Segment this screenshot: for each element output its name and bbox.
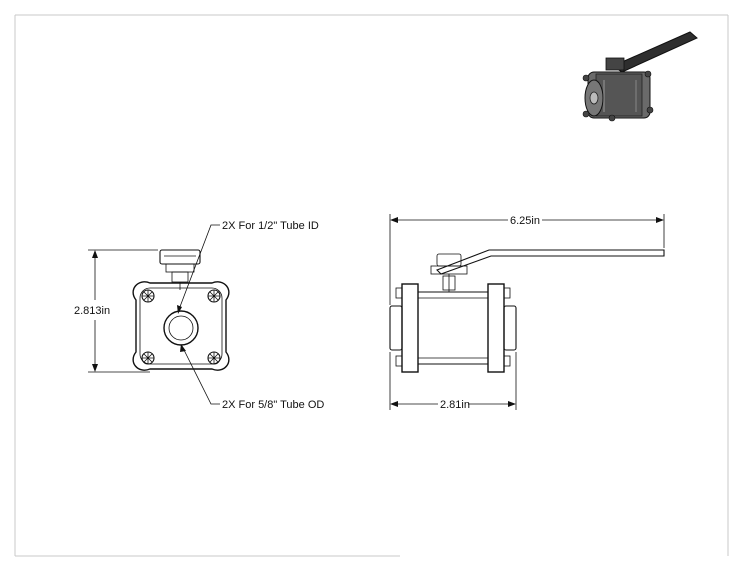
bolt-bottom-right [207,351,221,365]
sheet-frame [14,14,729,557]
overall-width-dimension-label: 6.25in [510,215,540,227]
bolt-bottom-left [141,351,155,365]
isometric-valve-thumbnail [582,31,698,122]
height-dimension-label: 2.813in [74,305,110,317]
bolt-top-left [141,289,155,303]
bolt-top-right [207,289,221,303]
tube-od-callout: 2X For 5/8" Tube OD [222,399,324,411]
side-view: 6.25in 2.81in [389,214,665,411]
end-view: 2.813in 2X For 1/2" Tube ID 2X For 5/8" … [74,220,324,411]
body-width-dimension-label: 2.81in [440,399,470,411]
tube-id-callout: 2X For 1/2" Tube ID [222,220,319,232]
